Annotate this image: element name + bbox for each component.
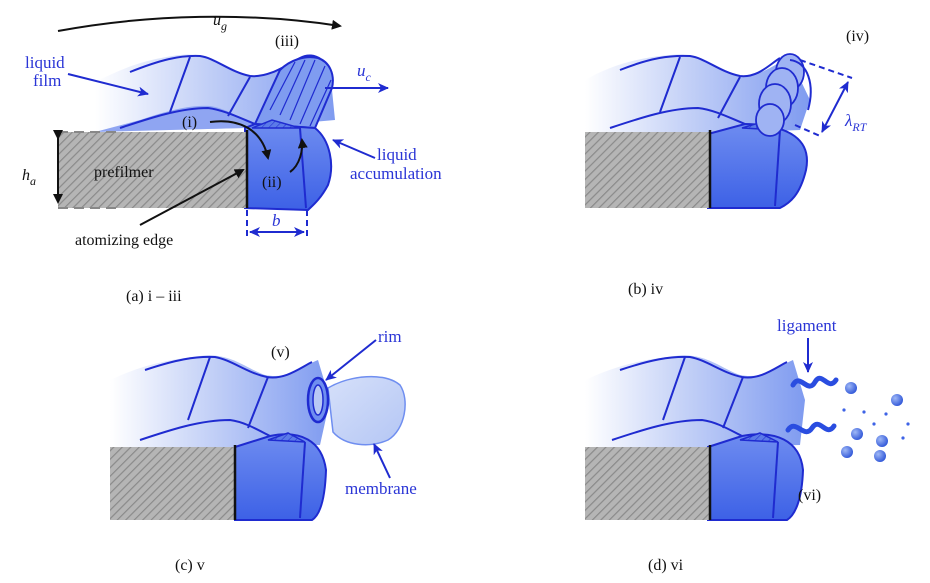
prefilmer — [58, 132, 247, 208]
mist-droplet — [884, 412, 888, 416]
liquid-film-label-2: film — [33, 71, 61, 90]
droplet — [851, 428, 863, 440]
membrane-label: membrane — [345, 479, 417, 498]
caption-b: (b) iv — [628, 281, 663, 298]
droplet — [891, 394, 903, 406]
mist-droplet — [906, 422, 910, 426]
liquid-film-label-1: liquid — [25, 53, 65, 72]
droplet — [874, 450, 886, 462]
mist-droplet — [872, 422, 876, 426]
label-iii: (iii) — [275, 33, 299, 50]
droplets — [841, 382, 903, 462]
ug-label: ug — [213, 12, 227, 33]
atomizing-edge-label: atomizing edge — [75, 232, 173, 249]
panel-b: λRT (iv) (b) iv — [585, 28, 869, 298]
prefilmer-label: prefilmer — [94, 164, 154, 181]
accumulation-front — [244, 122, 333, 212]
gas-velocity-arrow — [57, 15, 342, 32]
ligament-upper — [790, 375, 839, 389]
prefilmer-b — [585, 132, 710, 208]
mist-droplet — [901, 436, 905, 440]
accumulation-ridge — [253, 56, 334, 130]
liquid-accumulation-label-1: liquid — [377, 145, 417, 164]
label-vi: (vi) — [798, 487, 821, 504]
svg-text:ha: ha — [22, 167, 36, 188]
panel-a: ug ha prefilmer — [22, 12, 442, 305]
prefilmer-c — [110, 447, 235, 520]
mist — [842, 408, 910, 440]
label-iv: (iv) — [846, 28, 869, 45]
svg-text:λRT: λRT — [844, 111, 868, 134]
svg-text:b: b — [272, 211, 281, 230]
ligament-label: ligament — [777, 316, 837, 335]
liquid-accumulation-label-2: accumulation — [350, 164, 442, 183]
droplet — [845, 382, 857, 394]
prefilmer-d — [585, 447, 710, 520]
svg-text:uc: uc — [357, 61, 372, 84]
caption-c: (c) v — [175, 557, 205, 574]
label-i: (i) — [182, 114, 197, 131]
mist-droplet — [842, 408, 846, 412]
membrane — [327, 375, 406, 446]
ligament-lower — [785, 421, 837, 435]
caption-d: (d) vi — [648, 557, 684, 574]
label-ii: (ii) — [262, 174, 282, 191]
rim-label: rim — [378, 327, 402, 346]
label-v: (v) — [271, 344, 290, 361]
droplet — [841, 446, 853, 458]
droplet — [876, 435, 888, 447]
mist-droplet — [862, 410, 866, 414]
panel-d: ligament (vi) (d) vi — [585, 316, 910, 574]
lambda-dimension — [821, 81, 849, 133]
caption-a: (a) i – iii — [126, 288, 182, 305]
panel-c: (v) rim membrane (c) v — [110, 327, 417, 574]
